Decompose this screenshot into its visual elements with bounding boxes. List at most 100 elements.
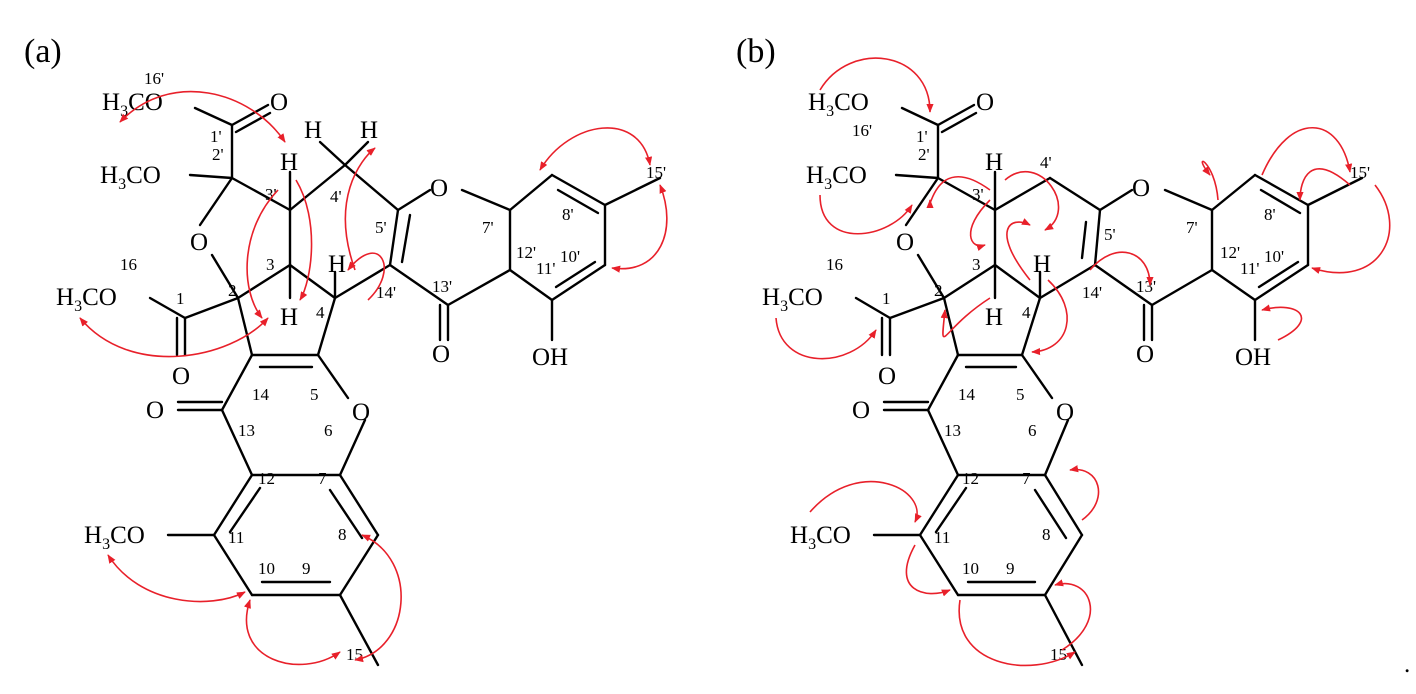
pos-9-a: 9 [302,559,311,578]
pos-3prime-b: 3' [972,185,984,204]
pos-4-a: 4 [316,303,325,322]
oxygen-1-carbonyl-a: O [172,363,190,390]
hydrogen-3prime-b: H [985,149,1003,176]
pos-13-b: 13 [944,421,961,440]
panel-b-position-numbers: 1' 16' 2' 3' 4' 5' 7' 8' 15' 12' 10' 11'… [826,121,1370,664]
pos-3-b: 3 [972,255,981,274]
pos-16-a: 16 [120,255,137,274]
h3co-16prime-b: H3CO [808,89,869,120]
pos-1-b: 1 [882,289,891,308]
pos-10-b: 10 [962,559,979,578]
panel-a-label: (a) [24,33,62,70]
oxygen-13prime-b: O [1136,341,1154,368]
hydrogen-3-a: H [280,304,298,331]
pos-4prime-b: 4' [1040,153,1052,172]
pos-14prime-b: 14' [1082,283,1102,302]
pos-16prime-b: 16' [852,121,872,140]
panel-b: (b) [736,33,1391,667]
pos-14-a: 14 [252,385,270,404]
pos-7-a: 7 [318,469,327,488]
pos-5prime-b: 5' [1104,225,1116,244]
pos-5-a: 5 [310,385,319,404]
hydroxyl-11prime-a: OH [532,344,568,371]
oxygen-13-b: O [852,397,870,424]
oxygen-1-carbonyl-b: O [878,363,896,390]
pos-13prime-a: 13' [432,277,452,296]
pos-15prime-b: 15' [1350,163,1370,182]
hydrogen-4-b: H [1033,251,1051,278]
oxygen-1prime-a: O [270,89,288,116]
pos-14prime-a: 14' [376,283,396,302]
pos-8-a: 8 [338,525,347,544]
pos-3prime-a: 3' [265,185,277,204]
pos-11prime-b: 11' [1240,259,1259,278]
pos-8-b: 8 [1042,525,1051,544]
pos-8prime-b: 8' [1264,205,1276,224]
pos-7prime-b: 7' [1186,218,1198,237]
pos-8prime-a: 8' [562,205,574,224]
oxygen-13prime-a: O [432,341,450,368]
pos-6-b: 6 [1028,421,1037,440]
oxygen-ring-a: O [190,229,208,256]
pos-10-a: 10 [258,559,275,578]
pos-9-b: 9 [1006,559,1015,578]
pos-11prime-a: 11' [536,259,555,278]
hydrogen-4-a: H [328,251,346,278]
panel-a-atom-labels: H3CO O H3CO O H3CO O O O H3CO O O OH H H… [56,89,568,553]
hydrogen-3prime-a: H [280,149,298,176]
panel-b-correlation-arrows [775,57,1391,667]
pos-12prime-a: 12' [516,243,536,262]
panel-b-atom-labels: H3CO O H3CO O H3CO O O O H3CO O O OH H H… [762,89,1271,553]
pos-14-b: 14 [958,385,976,404]
hydroxyl-11prime-b: OH [1235,344,1271,371]
pos-2-b: 2 [934,281,943,300]
pos-12-b: 12 [962,469,979,488]
h3co-11-b: H3CO [790,522,851,553]
pos-5prime-a: 5' [375,218,387,237]
panel-b-label: (b) [736,33,776,70]
oxygen-6-a: O [352,399,370,426]
panel-a-correlation-arrows [79,90,668,666]
pos-16-b: 16 [826,255,843,274]
pos-15prime-a: 15' [646,163,666,182]
pos-10prime-b: 10' [1264,247,1284,266]
h3co-16-a: H3CO [56,284,117,315]
hydrogen-4prime-a-2: H [360,117,378,144]
pos-12prime-b: 12' [1220,243,1240,262]
h3co-2prime-b: H3CO [806,162,867,193]
pos-3-a: 3 [266,255,275,274]
pos-4prime-a: 4' [330,187,342,206]
pos-2-a: 2 [228,281,237,300]
h3co-16-b: H3CO [762,284,823,315]
h3co-16prime-a: H3CO [102,89,163,120]
h3co-11-a: H3CO [84,522,145,553]
pos-11-a: 11 [228,528,244,547]
oxygen-1prime-b: O [976,89,994,116]
pos-2prime-a: 2' [212,145,224,164]
pos-13-a: 13 [238,421,255,440]
hydrogen-3-b: H [985,304,1003,331]
pos-10prime-a: 10' [560,247,580,266]
pos-1-a: 1 [176,289,185,308]
pos-4-b: 4 [1022,303,1031,322]
pos-12-a: 12 [258,469,275,488]
pos-1prime-a: 1' [210,127,222,146]
h3co-2prime-a: H3CO [100,162,161,193]
pos-15-a: 15 [346,645,363,664]
oxygen-ring-b: O [896,229,914,256]
pos-13prime-b: 13' [1136,277,1156,296]
oxygen-6prime-b: O [1132,175,1150,202]
pos-11-b: 11 [934,528,950,547]
pos-2prime-b: 2' [918,145,930,164]
pos-5-b: 5 [1016,385,1025,404]
pos-16prime-a: 16' [144,69,164,88]
pos-7prime-a: 7' [482,218,494,237]
oxygen-6-b: O [1056,399,1074,426]
oxygen-13-a: O [146,397,164,424]
trailing-period: . [1404,651,1410,678]
panel-a-position-numbers: 16' 1' 2' 3' 4' 5' 7' 8' 15' 12' 10' 11'… [120,69,666,664]
oxygen-6prime-a: O [430,175,448,202]
panel-a-bonds [148,103,662,667]
pos-1prime-b: 1' [916,127,928,146]
